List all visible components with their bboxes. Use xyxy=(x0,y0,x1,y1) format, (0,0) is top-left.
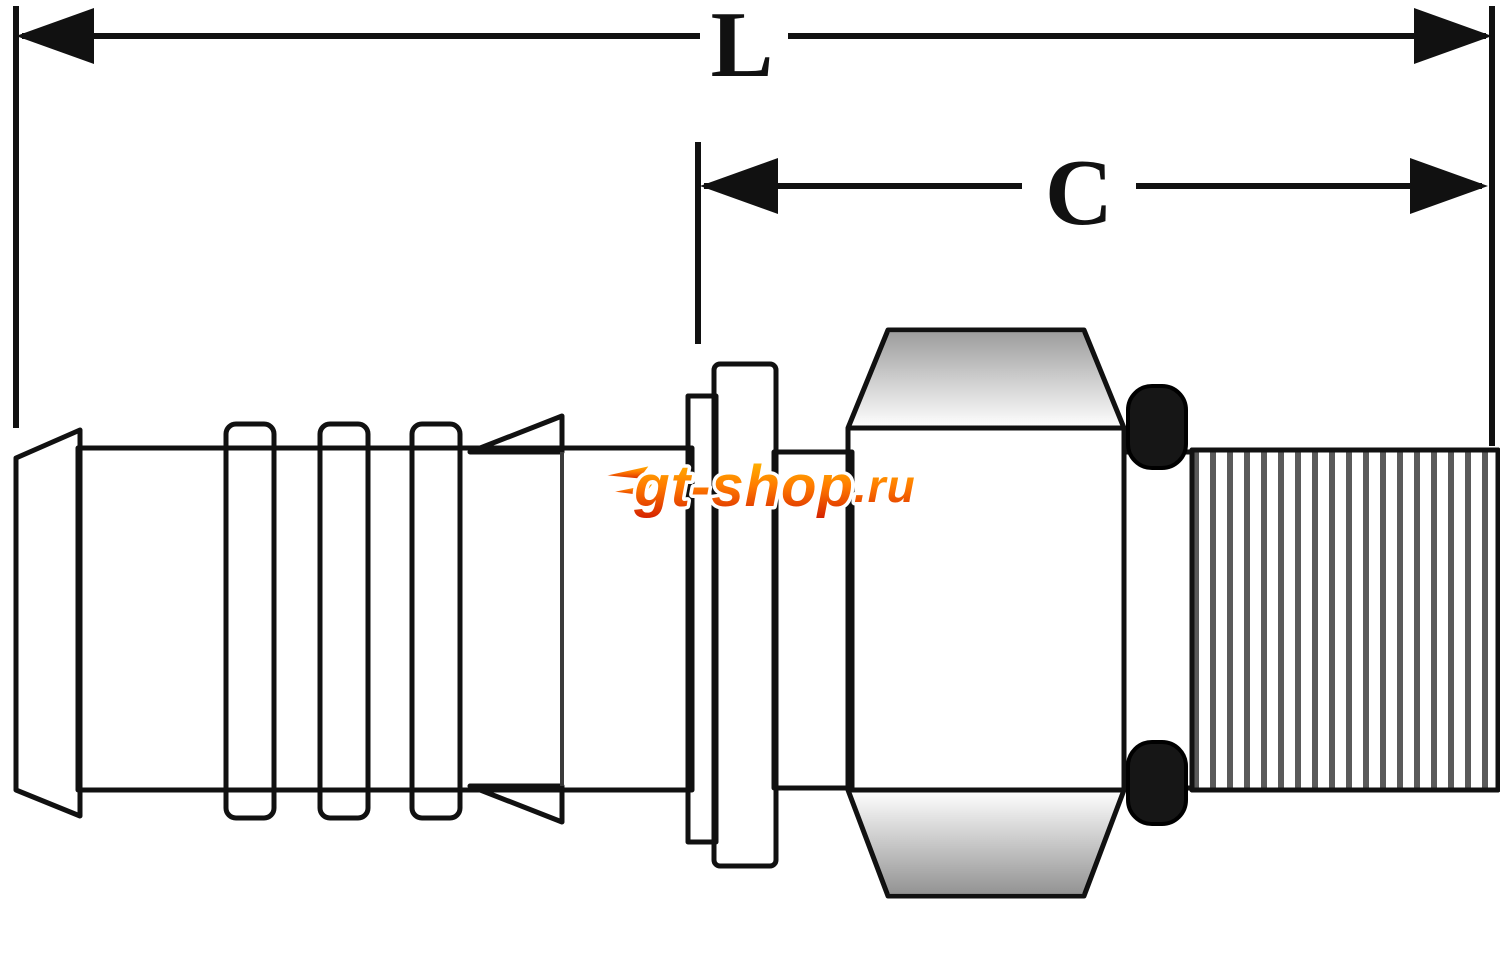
hose-stem-cylinder xyxy=(75,445,695,793)
hex-nut-top-facet xyxy=(851,333,1121,428)
arrow-right-icon xyxy=(1414,8,1492,64)
dimension-L: L xyxy=(13,0,1495,446)
watermark: gt-shop.ru xyxy=(597,451,918,523)
hose-barb-nose xyxy=(13,427,83,819)
hex-nut-outline xyxy=(845,327,1127,899)
barb-ring xyxy=(223,421,277,821)
o-ring-bottom xyxy=(1126,740,1188,826)
arrow-left-icon xyxy=(16,8,94,64)
male-thread-end xyxy=(1189,447,1500,793)
barb-ring xyxy=(317,421,371,821)
neck xyxy=(771,449,855,791)
o-ring-groove-stem xyxy=(1121,449,1197,791)
arrow-right-icon xyxy=(1410,158,1488,214)
barb-ring xyxy=(409,421,463,821)
watermark-text-main: gt-shop xyxy=(633,454,854,519)
flare-seat-bottom-lip xyxy=(467,783,565,825)
hex-nut xyxy=(845,327,1127,899)
dimension-C: C xyxy=(695,141,1488,344)
watermark-text: gt-shop.ru xyxy=(633,454,915,519)
watermark-swoosh-icon xyxy=(597,461,656,482)
dimension-L-label: L xyxy=(711,0,774,97)
thread-ridges xyxy=(1192,450,1498,790)
thread-outline xyxy=(1189,447,1500,793)
watermark-swoosh-icon xyxy=(605,479,660,499)
o-ring-top xyxy=(1126,384,1188,470)
flare-seat-top-lip xyxy=(467,413,565,455)
dimension-C-label: C xyxy=(1045,141,1113,245)
watermark-text-suffix: .ru xyxy=(854,460,916,512)
hex-nut-bottom-facet xyxy=(851,790,1121,893)
flange-plate xyxy=(711,361,779,869)
arrow-left-icon xyxy=(700,158,778,214)
fitting-body xyxy=(13,327,1500,899)
